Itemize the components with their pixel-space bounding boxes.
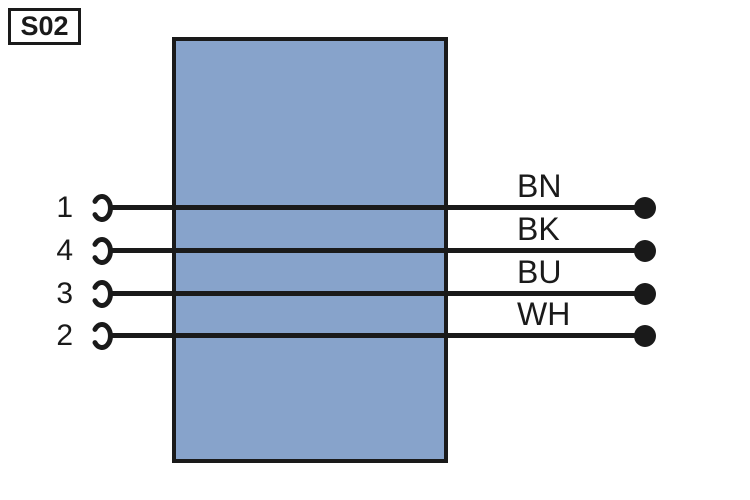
wire-color-label: BN bbox=[517, 168, 562, 204]
wire-line bbox=[112, 205, 645, 210]
wire-line bbox=[112, 248, 645, 253]
component-id-box: S02 bbox=[8, 8, 81, 45]
wire-color-label: WH bbox=[517, 296, 571, 332]
pin-number: 4 bbox=[56, 234, 73, 267]
socket-contact-icon bbox=[92, 280, 113, 308]
socket-contact-icon bbox=[92, 194, 113, 222]
socket-contact-icon bbox=[92, 237, 113, 265]
socket-contact-icon bbox=[92, 322, 113, 350]
pin-number: 2 bbox=[56, 319, 73, 352]
component-id-label: S02 bbox=[20, 11, 69, 41]
wire-terminal-dot bbox=[634, 240, 656, 262]
pin-number: 1 bbox=[56, 191, 73, 224]
wire-color-label: BK bbox=[517, 211, 560, 247]
wire-terminal-dot bbox=[634, 325, 656, 347]
wire-line bbox=[112, 333, 645, 338]
wire-line bbox=[112, 291, 645, 296]
wire-terminal-dot bbox=[634, 283, 656, 305]
pin-number: 3 bbox=[56, 277, 73, 310]
wire-terminal-dot bbox=[634, 197, 656, 219]
wire-color-label: BU bbox=[517, 254, 562, 290]
